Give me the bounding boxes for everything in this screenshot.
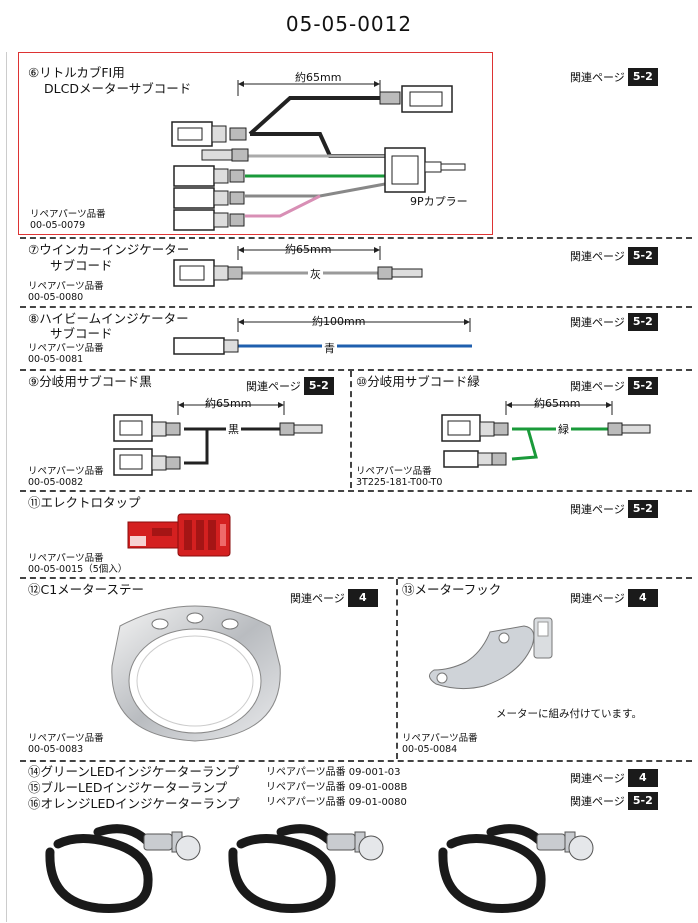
s11-repair-label: リペアパーツ品番	[28, 553, 104, 564]
s13-related-badge[interactable]: 4	[627, 589, 658, 607]
divider	[20, 490, 692, 492]
document-id: 05-05-0012	[285, 12, 413, 36]
s8-dimension: 約100mm	[312, 315, 366, 328]
s8-related-badge[interactable]: 5-2	[627, 313, 658, 331]
highlight-frame	[18, 52, 493, 235]
s7-title-line1: ⑦ウインカーインジケーター	[28, 242, 190, 257]
meter-stay-image	[111, 605, 281, 742]
s13-note: メーターに組み付けています。	[496, 708, 642, 720]
related-label: 関連ページ	[570, 772, 625, 785]
s6-part-number: 00-05-0079	[30, 220, 86, 231]
s9-dimension: 約65mm	[205, 397, 252, 410]
led-lamps-image	[45, 824, 594, 913]
s8-title-line1: ⑧ハイビームインジケーター	[28, 311, 189, 326]
related-label: 関連ページ	[570, 250, 625, 263]
s6-dimension: 約65mm	[295, 71, 342, 84]
s12-title: ⑫C1メーターステー	[28, 582, 145, 597]
divider-vertical	[350, 371, 352, 488]
divider	[20, 577, 692, 579]
s14-title: ⑭グリーンLEDインジケーターランプ	[28, 764, 239, 779]
s11-related-badge[interactable]: 5-2	[627, 500, 658, 518]
s15-part-number: リペアパーツ品番 09-01-008B	[266, 782, 408, 793]
s10-repair-label: リペアパーツ品番	[356, 466, 432, 477]
s10-part-number: 3T225-181-T00-T0	[356, 477, 443, 488]
s10-related-badge[interactable]: 5-2	[627, 377, 658, 395]
s10-wire-label: 緑	[556, 421, 571, 437]
s13-title: ⑬メーターフック	[402, 582, 502, 597]
s12-repair-label: リペアパーツ品番	[28, 733, 104, 744]
divider	[20, 369, 692, 371]
s9-part-number: 00-05-0082	[28, 477, 84, 488]
related-label: 関連ページ	[246, 380, 301, 393]
s11-title: ⑪エレクトロタップ	[28, 495, 141, 510]
s12-related-badge[interactable]: 4	[347, 589, 378, 607]
s10-title: ⑩分岐用サブコード緑	[356, 374, 480, 389]
s6-repair-label: リペアパーツ品番	[30, 209, 106, 220]
s9-cable-diagram	[113, 401, 323, 476]
s6-cable-diagram	[171, 80, 466, 231]
s8-part-number: 00-05-0081	[28, 354, 84, 365]
s7-wire-label: 灰	[308, 266, 323, 282]
electro-tap-image	[127, 513, 231, 557]
s10-dimension: 約65mm	[534, 397, 581, 410]
s7-dimension: 約65mm	[285, 243, 332, 256]
s8-repair-label: リペアパーツ品番	[28, 343, 104, 354]
s6-related-badge[interactable]: 5-2	[627, 68, 658, 86]
s14-part-number: リペアパーツ品番 09-001-03	[266, 767, 401, 778]
s8-wire-label: 青	[322, 340, 337, 356]
related-label: 関連ページ	[570, 71, 625, 84]
s8-title-line2: サブコード	[50, 326, 113, 341]
s9-title: ⑨分岐用サブコード黒	[28, 374, 152, 389]
related-label: 関連ページ	[570, 503, 625, 516]
s7-title-line2: サブコード	[50, 258, 113, 273]
related-label: 関連ページ	[290, 592, 345, 605]
s10-cable-diagram	[441, 401, 651, 468]
s16-title: ⑯オレンジLEDインジケーターランプ	[28, 796, 240, 811]
s6-title-line1: ⑥リトルカブFI用	[28, 65, 125, 80]
divider	[20, 237, 692, 239]
s15-title: ⑮ブルーLEDインジケーターランプ	[28, 780, 228, 795]
divider	[20, 760, 692, 762]
s8-cable-diagram	[173, 318, 472, 355]
related-label: 関連ページ	[570, 316, 625, 329]
s6-connector-label: 9Pカプラー	[410, 195, 468, 208]
s9-repair-label: リペアパーツ品番	[28, 466, 104, 477]
s11-part-number: 00-05-0015（5個入）	[28, 564, 128, 575]
s14-related-badge[interactable]: 4	[627, 769, 658, 787]
s13-part-number: 00-05-0084	[402, 744, 458, 755]
divider-vertical	[396, 579, 398, 759]
s12-part-number: 00-05-0083	[28, 744, 84, 755]
meter-hook-image	[429, 617, 553, 690]
page-margin-line	[6, 52, 7, 922]
s6-title-line2: DLCDメーターサブコード	[44, 81, 192, 96]
s7-related-badge[interactable]: 5-2	[627, 247, 658, 265]
s9-related-badge[interactable]: 5-2	[303, 377, 334, 395]
related-label: 関連ページ	[570, 380, 625, 393]
s16-part-number: リペアパーツ品番 09-01-0080	[266, 797, 407, 808]
s7-cable-diagram	[173, 246, 423, 287]
related-label: 関連ページ	[570, 795, 625, 808]
s7-part-number: 00-05-0080	[28, 292, 84, 303]
s7-repair-label: リペアパーツ品番	[28, 281, 104, 292]
related-label: 関連ページ	[570, 592, 625, 605]
s15-related-badge[interactable]: 5-2	[627, 792, 658, 810]
divider	[20, 306, 692, 308]
s9-wire-label: 黒	[226, 421, 241, 437]
s13-repair-label: リペアパーツ品番	[402, 733, 478, 744]
